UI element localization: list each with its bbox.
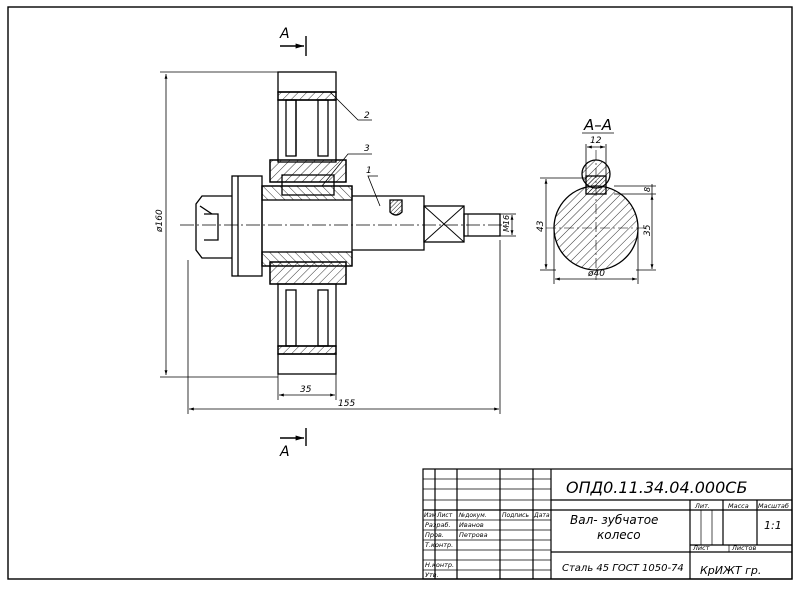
gear-web-bottom xyxy=(277,283,337,347)
tb-role-razrab: Разраб. xyxy=(425,521,451,529)
tb-hdr-scale: Масштаб xyxy=(758,502,789,510)
tb-material: Сталь 45 ГОСТ 1050-74 xyxy=(562,563,684,574)
dim-thread xyxy=(500,213,516,237)
dim-key-width: 12 xyxy=(590,136,602,146)
dim-thread-text: М16 xyxy=(502,215,511,232)
tb-org: КрИЖТ гр. xyxy=(700,564,761,577)
tb-role-utv: Утв. xyxy=(425,571,439,579)
dim-gear-diameter-text: ø160 xyxy=(155,209,165,233)
shaft-flange xyxy=(231,175,263,277)
section-mark-bottom xyxy=(280,428,307,446)
dim-overall-text: 155 xyxy=(338,399,355,409)
gear-rim-bottom xyxy=(277,353,337,375)
gear-rim-top xyxy=(277,71,337,93)
tb-scale: 1:1 xyxy=(764,519,782,532)
dim-key-depth: 8 xyxy=(643,187,652,192)
section-label-top: А xyxy=(279,26,290,42)
tb-hdr-izm: Изм xyxy=(424,512,437,519)
tb-role-nkontr: Н.контр. xyxy=(425,561,454,569)
balloon-1: 1 xyxy=(366,166,372,176)
tb-hdr-list: Лист xyxy=(436,512,453,519)
sheet-frame xyxy=(7,6,793,580)
tb-hdr-date: Дата xyxy=(533,512,550,519)
section-mark-top xyxy=(280,36,307,56)
tb-hdr-sheets: Листов xyxy=(731,544,756,552)
tb-hdr-doc: №докум. xyxy=(458,512,487,519)
tb-person-prov: Петрова xyxy=(459,531,488,539)
dim-gear-diameter xyxy=(160,71,278,378)
dim-height-35: 35 xyxy=(643,224,653,236)
tb-name-line2: колесо xyxy=(597,528,641,542)
tb-hdr-sign: Подпись xyxy=(502,512,529,519)
shaft-right xyxy=(352,195,425,251)
main-view xyxy=(195,71,501,375)
title-block xyxy=(422,468,793,580)
tb-hdr-lit: Лит. xyxy=(694,502,710,510)
leaders xyxy=(321,91,381,207)
tb-person-razrab: Иванов xyxy=(459,521,484,529)
dim-hub-width xyxy=(277,374,337,400)
balloon-2: 2 xyxy=(364,111,370,121)
section-dims xyxy=(540,144,656,284)
dim-shaft-dia: ø40 xyxy=(587,269,605,279)
tb-name-line1: Вал- зубчатое xyxy=(570,513,658,527)
tb-role-prov: Пров. xyxy=(425,531,444,539)
shaft-left-end xyxy=(195,195,232,259)
dim-height-43: 43 xyxy=(536,220,546,232)
tb-designation: ОПД0.11.34.04.000СБ xyxy=(566,478,747,497)
tb-role-tkontr: Т.контр. xyxy=(425,541,453,549)
section-label-bottom: А xyxy=(279,444,290,460)
dim-overall xyxy=(187,240,501,414)
balloon-3: 3 xyxy=(364,144,370,154)
tb-hdr-sheet: Лист xyxy=(692,544,710,552)
tb-hdr-mass: Масса xyxy=(728,502,749,510)
dim-hub-width-text: 35 xyxy=(300,385,312,395)
section-title: А–А xyxy=(583,116,612,134)
gear-web-top xyxy=(277,99,337,163)
